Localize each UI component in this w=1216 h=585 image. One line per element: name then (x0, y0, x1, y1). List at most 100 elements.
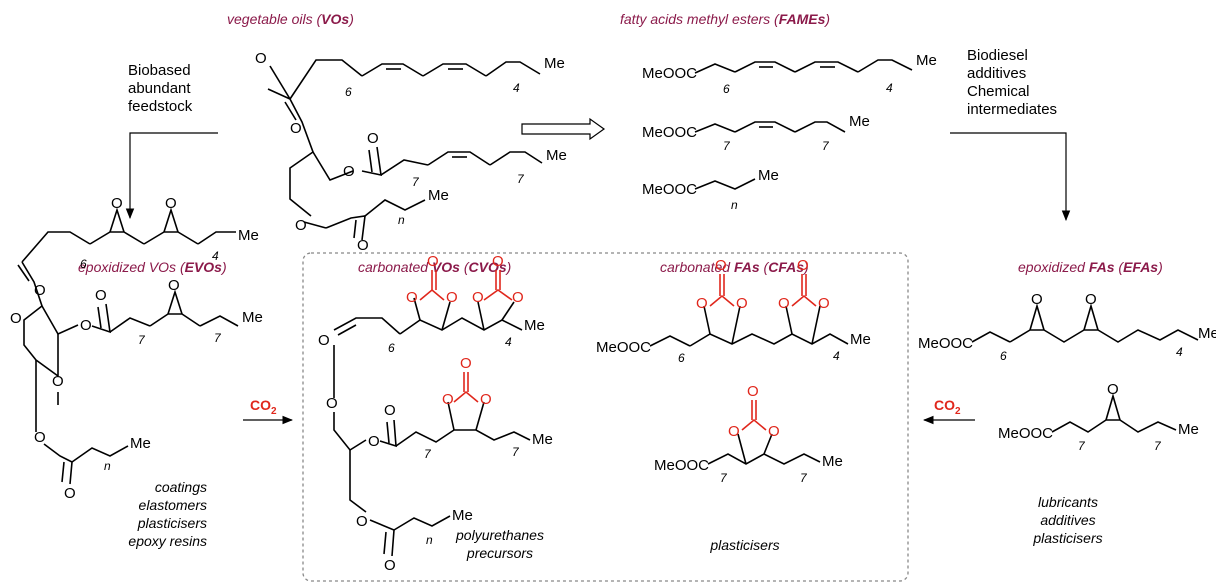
svg-text:O: O (326, 395, 338, 412)
svg-text:O: O (34, 282, 46, 299)
svg-text:6: 6 (678, 351, 685, 365)
svg-text:n: n (398, 213, 405, 227)
svg-text:Chemical: Chemical (967, 83, 1030, 100)
svg-text:7: 7 (800, 471, 808, 485)
svg-text:O: O (165, 195, 177, 212)
carbonyl-o: O (255, 50, 267, 67)
svg-text:O: O (295, 217, 307, 234)
svg-text:Me: Me (452, 507, 473, 524)
left-down-arrow (125, 132, 218, 220)
svg-text:O: O (512, 289, 524, 306)
svg-text:7: 7 (512, 445, 520, 459)
svg-text:MeOOC: MeOOC (918, 335, 973, 352)
svg-text:O: O (80, 317, 92, 334)
svg-text:4: 4 (513, 81, 520, 95)
fame-structures: MeOOC 6 4 Me MeOOC 7 7 Me MeOOC n Me (642, 52, 937, 212)
svg-text:O: O (52, 373, 64, 390)
svg-text:plasticisers: plasticisers (1032, 530, 1102, 546)
svg-text:n: n (426, 533, 433, 547)
svg-text:7: 7 (723, 139, 731, 153)
svg-text:epoxy resins: epoxy resins (128, 533, 207, 549)
left-co2-label: CO2 (250, 397, 277, 417)
svg-text:MeOOC: MeOOC (596, 339, 651, 356)
svg-text:MeOOC: MeOOC (642, 124, 697, 141)
svg-text:MeOOC: MeOOC (642, 65, 697, 82)
evo-title: epoxidized VOs (EVOs) (78, 259, 227, 275)
svg-text:4: 4 (1176, 345, 1183, 359)
svg-text:Me: Me (130, 435, 151, 452)
svg-text:O: O (715, 257, 727, 274)
svg-text:O: O (384, 402, 396, 419)
svg-text:4: 4 (886, 81, 893, 95)
svg-text:O: O (111, 195, 123, 212)
svg-text:additives: additives (1040, 512, 1095, 528)
svg-text:7: 7 (424, 447, 432, 461)
vo-structure: O 6 4 Me O O O 7 7 Me O O n Me (255, 50, 567, 254)
svg-text:7: 7 (214, 331, 222, 345)
svg-text:additives: additives (967, 65, 1026, 82)
svg-text:7: 7 (138, 333, 146, 347)
svg-text:Me: Me (544, 55, 565, 72)
svg-text:7: 7 (412, 175, 420, 189)
evo-uses: coatings elastomers plasticisers epoxy r… (128, 479, 207, 549)
svg-text:Me: Me (758, 167, 779, 184)
svg-text:O: O (1107, 381, 1119, 398)
svg-text:n: n (731, 198, 738, 212)
svg-text:O: O (472, 289, 484, 306)
svg-text:O: O (446, 289, 458, 306)
svg-text:O: O (492, 253, 504, 270)
svg-text:O: O (64, 485, 76, 502)
svg-text:O: O (343, 163, 355, 180)
svg-text:O: O (747, 383, 759, 400)
svg-text:Me: Me (546, 147, 567, 164)
svg-text:MeOOC: MeOOC (642, 181, 697, 198)
evo-structure: O O O O O O 6 O O 4 Me O O O 7 O 7 Me O … (10, 195, 263, 502)
svg-text:precursors: precursors (466, 545, 533, 561)
svg-text:O: O (460, 355, 472, 372)
svg-text:Me: Me (849, 113, 870, 130)
svg-text:O: O (1031, 291, 1043, 308)
svg-text:7: 7 (1154, 439, 1162, 453)
efa-uses: lubricants additives plasticisers (1032, 494, 1102, 546)
svg-text:4: 4 (833, 349, 840, 363)
svg-text:O: O (384, 557, 396, 574)
svg-text:MeOOC: MeOOC (998, 425, 1053, 442)
svg-text:O: O (778, 295, 790, 312)
efa-structure: MeOOC 6 O O 4 Me MeOOC 7 7 Me O (918, 291, 1216, 453)
svg-text:O: O (10, 310, 22, 327)
svg-text:Biodiesel: Biodiesel (967, 47, 1028, 64)
svg-text:O: O (696, 295, 708, 312)
svg-text:O: O (368, 433, 380, 450)
svg-text:MeOOC: MeOOC (654, 457, 709, 474)
svg-text:Me: Me (916, 52, 937, 69)
svg-text:Me: Me (242, 309, 263, 326)
svg-text:O: O (480, 391, 492, 408)
svg-text:O: O (367, 130, 379, 147)
carbonated-products-box (302, 252, 909, 582)
svg-text:Me: Me (850, 331, 871, 348)
svg-text:polyurethanes: polyurethanes (455, 527, 544, 543)
right-down-arrow (950, 132, 1071, 222)
svg-text:7: 7 (720, 471, 728, 485)
left-note: Biobased abundant feedstock (128, 62, 193, 115)
svg-text:O: O (290, 120, 302, 137)
svg-text:Me: Me (532, 431, 553, 448)
svg-text:O: O (427, 253, 439, 270)
svg-text:O: O (95, 287, 107, 304)
svg-text:6: 6 (723, 82, 730, 96)
svg-text:4: 4 (505, 335, 512, 349)
svg-text:n: n (104, 459, 111, 473)
svg-text:Me: Me (1178, 421, 1199, 438)
right-co2-label: CO2 (934, 397, 961, 417)
svg-text:coatings: coatings (155, 479, 207, 495)
right-note: Biodiesel additives Chemical intermediat… (967, 47, 1057, 118)
svg-text:6: 6 (1000, 349, 1007, 363)
svg-text:O: O (797, 257, 809, 274)
svg-text:Me: Me (1198, 325, 1216, 342)
svg-text:feedstock: feedstock (128, 98, 193, 115)
svg-text:O: O (357, 237, 369, 254)
svg-text:O: O (728, 423, 740, 440)
svg-text:lubricants: lubricants (1038, 494, 1098, 510)
cvo-structure: O 6 4 Me O O O O O O O O O 7 7 Me O (318, 253, 553, 574)
